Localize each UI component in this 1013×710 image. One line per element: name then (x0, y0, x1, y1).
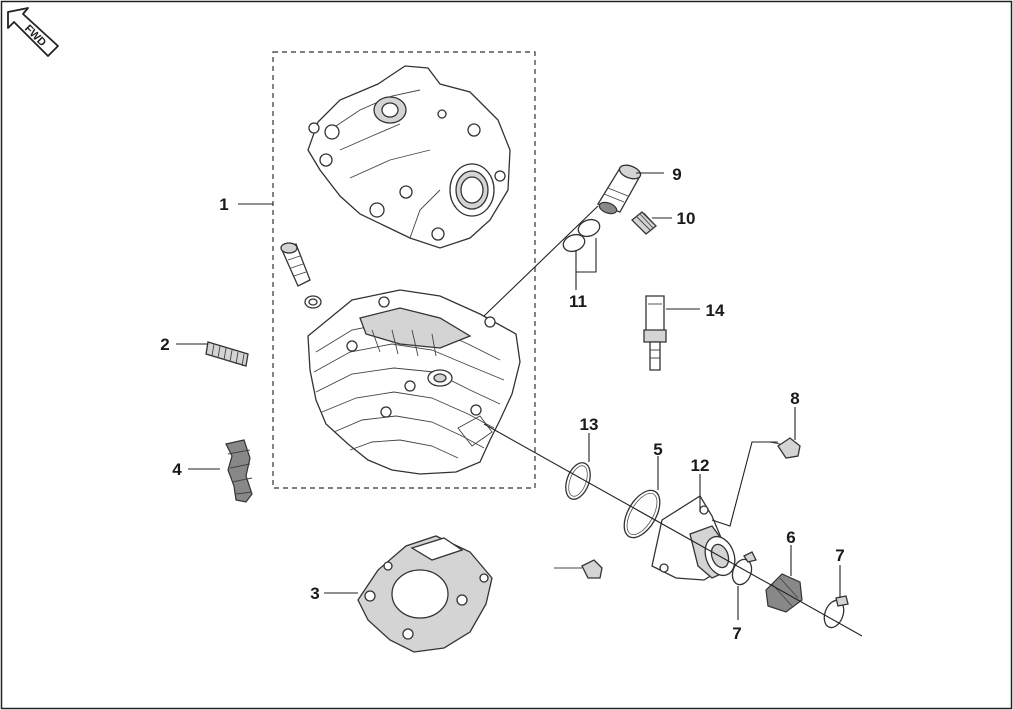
assembly-boundary-box (272, 51, 536, 489)
callout-10: 10 (677, 209, 696, 228)
callout-7-right: 7 (835, 546, 844, 565)
callout-6: 6 (786, 528, 795, 547)
o-ring-large-part (565, 462, 591, 500)
callout-5: 5 (653, 440, 662, 459)
hose-clamp-part (823, 595, 849, 629)
callout-1: 1 (219, 195, 228, 214)
leader-lines (176, 172, 863, 637)
guide-part (225, 439, 253, 503)
bolt-lower-part (554, 559, 603, 579)
o-ring-pair-part (562, 218, 601, 253)
head-gasket-part (357, 535, 493, 653)
callout-12: 12 (691, 456, 710, 475)
cylinder-head-cover-part (307, 65, 511, 249)
callout-9: 9 (672, 165, 681, 184)
callout-2: 2 (160, 335, 169, 354)
callout-8: 8 (790, 389, 799, 408)
washer-part (304, 295, 322, 309)
intake-manifold-part (651, 495, 736, 581)
callout-4: 4 (172, 460, 182, 479)
callout-7-lower: 7 (732, 624, 741, 643)
oil-pipe-part (280, 242, 311, 287)
o-ring-flange-part (623, 489, 661, 539)
pipe-part (597, 164, 642, 215)
callout-14: 14 (706, 301, 725, 320)
insulator-part (765, 573, 803, 613)
fwd-arrow-icon: FWD (7, 7, 59, 57)
temperature-sensor-part (643, 295, 667, 371)
stud-bolt-part (205, 341, 249, 367)
bolt-upper-part (769, 437, 801, 459)
callout-labels: 1 2 3 4 5 6 7 7 8 9 10 11 12 13 14 (160, 165, 844, 643)
callout-3: 3 (310, 584, 319, 603)
cylinder-head-part (307, 289, 521, 475)
callout-11: 11 (569, 292, 587, 311)
screw-part (631, 211, 657, 235)
callout-13: 13 (580, 415, 599, 434)
